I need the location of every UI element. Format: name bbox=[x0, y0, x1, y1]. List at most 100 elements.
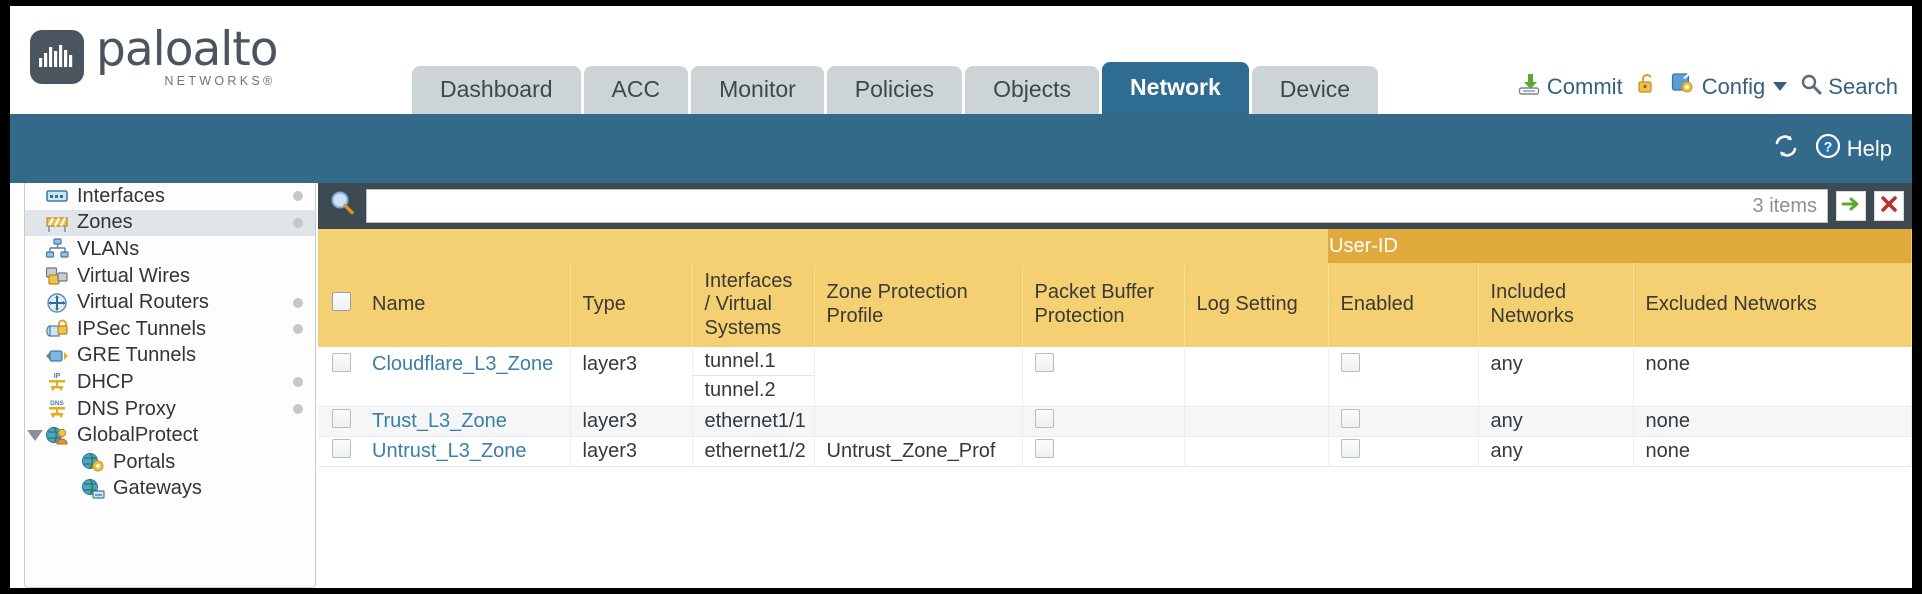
table-header-row: Name Type Interfaces / Virtual Systems Z… bbox=[318, 263, 1912, 347]
apply-filter-button[interactable] bbox=[1836, 191, 1866, 221]
userid-enabled-checkbox[interactable] bbox=[1340, 408, 1360, 428]
cell-name: Untrust_L3_Zone bbox=[360, 436, 571, 467]
tab-policies[interactable]: Policies bbox=[826, 66, 963, 114]
table-row[interactable]: Untrust_L3_Zone layer3 ethernet1/2 Untru… bbox=[318, 436, 1912, 467]
sidebar-item-globalprotect[interactable]: GlobalProtect bbox=[25, 422, 315, 449]
packet-buffer-protection-checkbox[interactable] bbox=[1034, 408, 1054, 428]
commit-button[interactable]: Commit bbox=[1517, 72, 1623, 102]
header-actions: Commit Config bbox=[1517, 71, 1898, 102]
zones-table: User-ID Name Type Interfaces / Virtual S… bbox=[318, 229, 1912, 506]
cell-type: layer3 bbox=[570, 406, 693, 437]
sidebar-item-zones[interactable]: Zones bbox=[25, 209, 315, 237]
column-header-enabled[interactable]: Enabled bbox=[1328, 263, 1479, 347]
sidebar-item-vlans[interactable]: VLANs bbox=[25, 236, 315, 263]
brand-logo: paloalto NETWORKS® bbox=[30, 26, 278, 88]
row-select-cell bbox=[318, 406, 360, 437]
svg-text:DNS: DNS bbox=[50, 400, 64, 407]
tab-objects[interactable]: Objects bbox=[965, 66, 1100, 114]
cell-name: Trust_L3_Zone bbox=[360, 406, 571, 437]
userid-enabled-checkbox[interactable] bbox=[1340, 353, 1360, 372]
svg-text:IP: IP bbox=[54, 373, 61, 380]
tab-network[interactable]: Network bbox=[1102, 62, 1249, 114]
commit-label: Commit bbox=[1546, 73, 1623, 99]
column-header-zone-protection-profile[interactable]: Zone Protection Profile bbox=[814, 263, 1023, 347]
group-header-userid: User-ID bbox=[1328, 229, 1912, 263]
unlocked-padlock-icon[interactable] bbox=[1636, 72, 1658, 102]
sidebar-item-dhcp[interactable]: IP DHCP bbox=[25, 369, 315, 396]
packet-buffer-protection-checkbox[interactable] bbox=[1034, 438, 1054, 458]
column-header-packet-buffer-protection[interactable]: Packet Buffer Protection bbox=[1022, 263, 1185, 347]
cell-included-networks: any bbox=[1478, 436, 1634, 467]
application-window: paloalto NETWORKS® Dashboard ACC Monitor… bbox=[10, 6, 1912, 588]
row-checkbox[interactable] bbox=[332, 408, 351, 428]
table-row[interactable]: Cloudflare_L3_Zone layer3 tunnel.1 tunne… bbox=[318, 347, 1912, 407]
zone-name-link[interactable]: Cloudflare_L3_Zone bbox=[372, 353, 554, 375]
search-button[interactable]: Search bbox=[1800, 73, 1898, 101]
tab-dashboard[interactable]: Dashboard bbox=[412, 66, 581, 114]
config-icon bbox=[1671, 71, 1696, 102]
sidebar-item-gre-tunnels[interactable]: GRE Tunnels bbox=[25, 343, 315, 370]
row-checkbox[interactable] bbox=[332, 353, 351, 372]
cell-included-networks: any bbox=[1478, 406, 1634, 437]
paloalto-logo-icon bbox=[30, 29, 84, 84]
svg-text:?: ? bbox=[1823, 138, 1832, 154]
status-dot bbox=[293, 377, 303, 388]
cell-interfaces: tunnel.1 tunnel.2 bbox=[692, 347, 815, 407]
main-navigation-tabs: Dashboard ACC Monitor Policies Objects N… bbox=[412, 62, 1379, 114]
tab-monitor[interactable]: Monitor bbox=[691, 66, 824, 114]
clear-filter-button[interactable] bbox=[1874, 191, 1904, 221]
sidebar-item-dns-proxy[interactable]: DNS DNS Proxy bbox=[25, 396, 315, 423]
sidebar-item-label: Gateways bbox=[113, 477, 202, 500]
column-header-name[interactable]: Name bbox=[360, 263, 571, 347]
help-button[interactable]: ? Help bbox=[1815, 133, 1892, 165]
cell-excluded-networks: none bbox=[1633, 347, 1912, 407]
dhcp-icon: IP bbox=[45, 371, 69, 393]
sidebar-item-virtual-wires[interactable]: Virtual Wires bbox=[25, 263, 315, 290]
packet-buffer-protection-checkbox[interactable] bbox=[1034, 353, 1054, 372]
refresh-icon[interactable] bbox=[1773, 133, 1799, 165]
zone-name-link[interactable]: Trust_L3_Zone bbox=[372, 409, 507, 432]
tab-acc[interactable]: ACC bbox=[583, 66, 689, 114]
cell-name: Cloudflare_L3_Zone bbox=[360, 347, 571, 407]
zones-icon bbox=[45, 212, 69, 234]
commit-icon bbox=[1517, 72, 1541, 102]
red-x-clear-icon bbox=[1878, 193, 1900, 220]
column-header-interfaces[interactable]: Interfaces / Virtual Systems bbox=[692, 263, 815, 347]
row-checkbox[interactable] bbox=[332, 438, 351, 458]
cell-log-setting bbox=[1184, 347, 1329, 407]
sidebar-item-label: VLANs bbox=[77, 237, 140, 260]
sidebar-item-ipsec-tunnels[interactable]: IPSec Tunnels bbox=[25, 316, 315, 343]
zone-name-link[interactable]: Untrust_L3_Zone bbox=[372, 439, 527, 462]
sidebar-item-virtual-routers[interactable]: Virtual Routers bbox=[25, 289, 315, 316]
sidebar-item-label: DNS Proxy bbox=[77, 397, 176, 420]
cell-excluded-networks: none bbox=[1633, 436, 1912, 467]
column-header-log-setting[interactable]: Log Setting bbox=[1184, 263, 1329, 347]
sidebar-item-interfaces[interactable]: Interfaces bbox=[25, 183, 315, 210]
zones-panel: 3 items bbox=[318, 183, 1912, 588]
group-header-spacer bbox=[318, 229, 1329, 263]
userid-enabled-checkbox[interactable] bbox=[1340, 438, 1360, 458]
search-magnifier-icon[interactable] bbox=[328, 189, 358, 224]
column-header-excluded-networks[interactable]: Excluded Networks bbox=[1633, 263, 1912, 347]
sidebar-item-gateways[interactable]: Gateways bbox=[25, 476, 315, 503]
table-row[interactable]: Trust_L3_Zone layer3 ethernet1/1 bbox=[318, 406, 1912, 437]
green-arrow-apply-icon bbox=[1840, 193, 1862, 220]
search-field-wrap[interactable]: 3 items bbox=[366, 189, 1828, 223]
sidebar-item-portals[interactable]: Portals bbox=[25, 449, 315, 476]
collapse-triangle-icon[interactable] bbox=[27, 430, 43, 442]
interfaces-icon bbox=[45, 185, 69, 207]
dns-proxy-icon: DNS bbox=[45, 398, 69, 420]
config-dropdown[interactable]: Config bbox=[1671, 71, 1788, 102]
column-header-type[interactable]: Type bbox=[570, 263, 693, 347]
search-input[interactable] bbox=[377, 194, 1747, 218]
gateways-icon bbox=[81, 478, 105, 500]
cell-log-setting bbox=[1184, 436, 1329, 467]
cell-userid-enabled bbox=[1328, 347, 1479, 407]
select-all-checkbox[interactable] bbox=[332, 292, 351, 312]
toolbar-right-actions: ? Help bbox=[1773, 133, 1892, 165]
tab-device[interactable]: Device bbox=[1251, 66, 1379, 114]
column-header-included-networks[interactable]: Included Networks bbox=[1478, 263, 1634, 347]
sidebar-item-label: Virtual Routers bbox=[77, 291, 209, 314]
status-dot bbox=[293, 191, 303, 202]
gre-tunnels-icon bbox=[45, 345, 69, 367]
